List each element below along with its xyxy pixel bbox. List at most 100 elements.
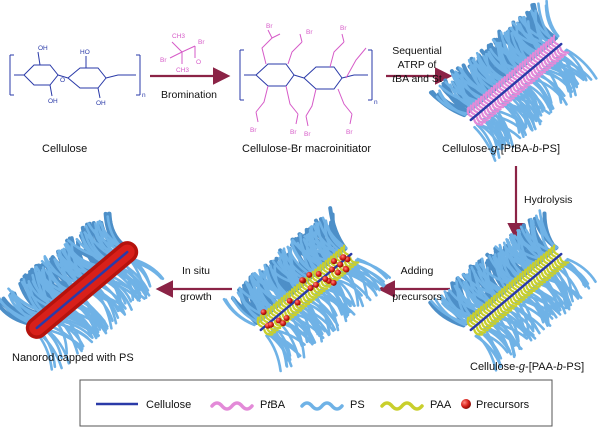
paa-block [510,279,518,291]
paa-block [527,282,539,290]
paa-block [546,267,557,275]
ps-chain [476,333,498,372]
ptba-block [522,77,533,85]
paa-block [486,317,497,325]
ptba-block [466,106,473,118]
ptba-block [512,85,523,93]
paa-block [484,301,492,313]
bromination-reagent: CH3 CH3 Br Br O [160,33,205,74]
paa-block [518,272,525,284]
ps-chain [20,280,51,308]
ptba-block [542,43,549,55]
paa-block [482,303,489,315]
precursor-particle [331,258,337,265]
ptba-block [474,100,481,111]
ptba-block [536,47,544,59]
ptba-block [509,87,520,96]
paa-block [508,281,515,293]
paa-block [290,288,297,300]
ptba-block [490,86,497,98]
paa-block [549,246,557,258]
ptba-block [508,71,515,83]
ps-chain [40,259,80,284]
paa-block [495,292,502,304]
ps-chain [544,4,560,38]
ptba-block [475,116,487,124]
nanorod-capped-with-ps [0,211,165,371]
precursor-particle [283,315,290,321]
legend-precursors-label: Precursors [476,399,530,411]
paa-block [319,264,326,276]
ptba-block [477,97,484,109]
br-label: Br [290,129,297,136]
br-label: Br [346,129,353,136]
ptba-block [503,76,510,87]
ps-chain [100,282,127,316]
ptba-block [504,92,515,100]
ptba-block [556,48,567,56]
paa-block [499,306,510,314]
ptba-block [543,59,554,67]
ps-chain [435,95,468,115]
paa-block [473,328,484,336]
paa-block [553,260,565,268]
paa-block [501,304,513,312]
ptba-block [551,53,562,61]
precursor-particle [268,321,274,328]
ptba-block [539,45,546,57]
ps-chain [75,303,98,336]
ptba-block [486,107,497,115]
paa-block [334,251,341,263]
ps-chain [428,300,466,328]
br-label: Br [304,131,311,138]
reaction-arrows [150,67,525,298]
precursor-particle [329,266,335,273]
paa-block [538,273,549,282]
ptba-block [546,57,557,65]
paa-block [487,299,494,311]
paa-block [320,280,331,288]
cellulose-backbone [259,252,353,332]
paa-block [321,262,328,273]
ps-chain [45,328,71,365]
paa-block [267,307,274,319]
paa-block [329,255,336,267]
paa-block [534,259,541,271]
ps-chain [61,315,84,351]
paa-block [514,293,526,301]
precursor-particle [313,281,319,288]
ps-chain [430,299,468,325]
ps-chain [475,51,505,84]
paa-block [343,260,355,268]
precursor-particle [315,271,322,277]
paa-block [496,308,507,317]
label-ptba-brush: Cellulose-g-[PtBA-b-PS] [442,143,561,155]
paa-block [273,319,284,327]
legend-paa-label: PAA [430,399,452,411]
paa-block [299,297,310,306]
oh-label: OH [38,45,48,52]
ps-chain [93,288,113,330]
ptba-block [526,56,533,68]
ps-chain [58,318,79,355]
br-label: Br [250,127,257,134]
paa-block [503,286,510,297]
paa-block [289,306,300,314]
paa-block [302,295,313,303]
precursor-particle [260,309,267,316]
paa-block [272,303,279,315]
legend-precursor-swatch [461,399,471,409]
ps-chain [244,280,271,314]
precursor-particle [330,279,337,286]
paa-block [259,314,266,326]
step-atrp: Sequential ATRP of tBA and St [392,45,442,85]
ch3-label: CH3 [176,67,189,74]
ptba-block [538,63,549,72]
ptba-block [491,103,502,111]
brush-with-precursors [222,206,391,373]
label-cellulose: Cellulose [42,143,88,155]
paa-block [543,269,554,277]
legend-cellulose-label: Cellulose [146,399,191,411]
paa-block [504,302,515,310]
ptba-block [523,58,531,70]
